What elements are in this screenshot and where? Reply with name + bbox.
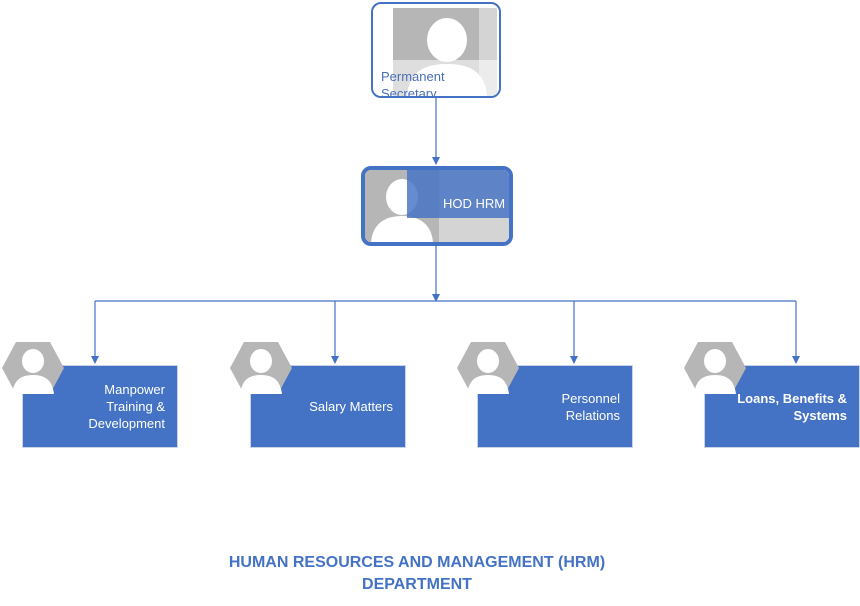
node-unit-2[interactable]: Salary Matters: [230, 340, 412, 450]
person-silhouette-icon: [684, 342, 746, 394]
node-unit-3[interactable]: Personnel Relations: [457, 340, 639, 450]
node-label: HOD HRM: [443, 196, 506, 211]
node-label: Loans, Benefits & Systems: [737, 390, 847, 423]
caption-line-2: DEPARTMENT: [362, 576, 472, 593]
node-permanent-secretary[interactable]: Permanent Secretary: [371, 2, 501, 98]
node-hod-hrm[interactable]: HOD HRM: [361, 166, 513, 246]
node-label: Personnel Relations: [561, 390, 620, 423]
label-backdrop: [407, 170, 509, 218]
node-unit-4[interactable]: Loans, Benefits & Systems: [684, 340, 860, 450]
node-unit-1[interactable]: Manpower Training & Development: [2, 340, 184, 450]
person-silhouette-icon: [457, 342, 519, 394]
node-label: Permanent Secretary: [381, 69, 445, 98]
person-silhouette-icon: [230, 342, 292, 394]
person-silhouette-icon: [2, 342, 64, 394]
unit-box: Salary Matters: [250, 365, 406, 448]
label-backdrop: [373, 60, 499, 96]
node-label: Salary Matters: [309, 399, 393, 414]
diagram-caption: HUMAN RESOURCES AND MANAGEMENT (HRM) DEP…: [200, 552, 634, 596]
caption-line-1: HUMAN RESOURCES AND MANAGEMENT (HRM): [228, 554, 606, 571]
node-label: Manpower Training & Development: [88, 382, 165, 431]
